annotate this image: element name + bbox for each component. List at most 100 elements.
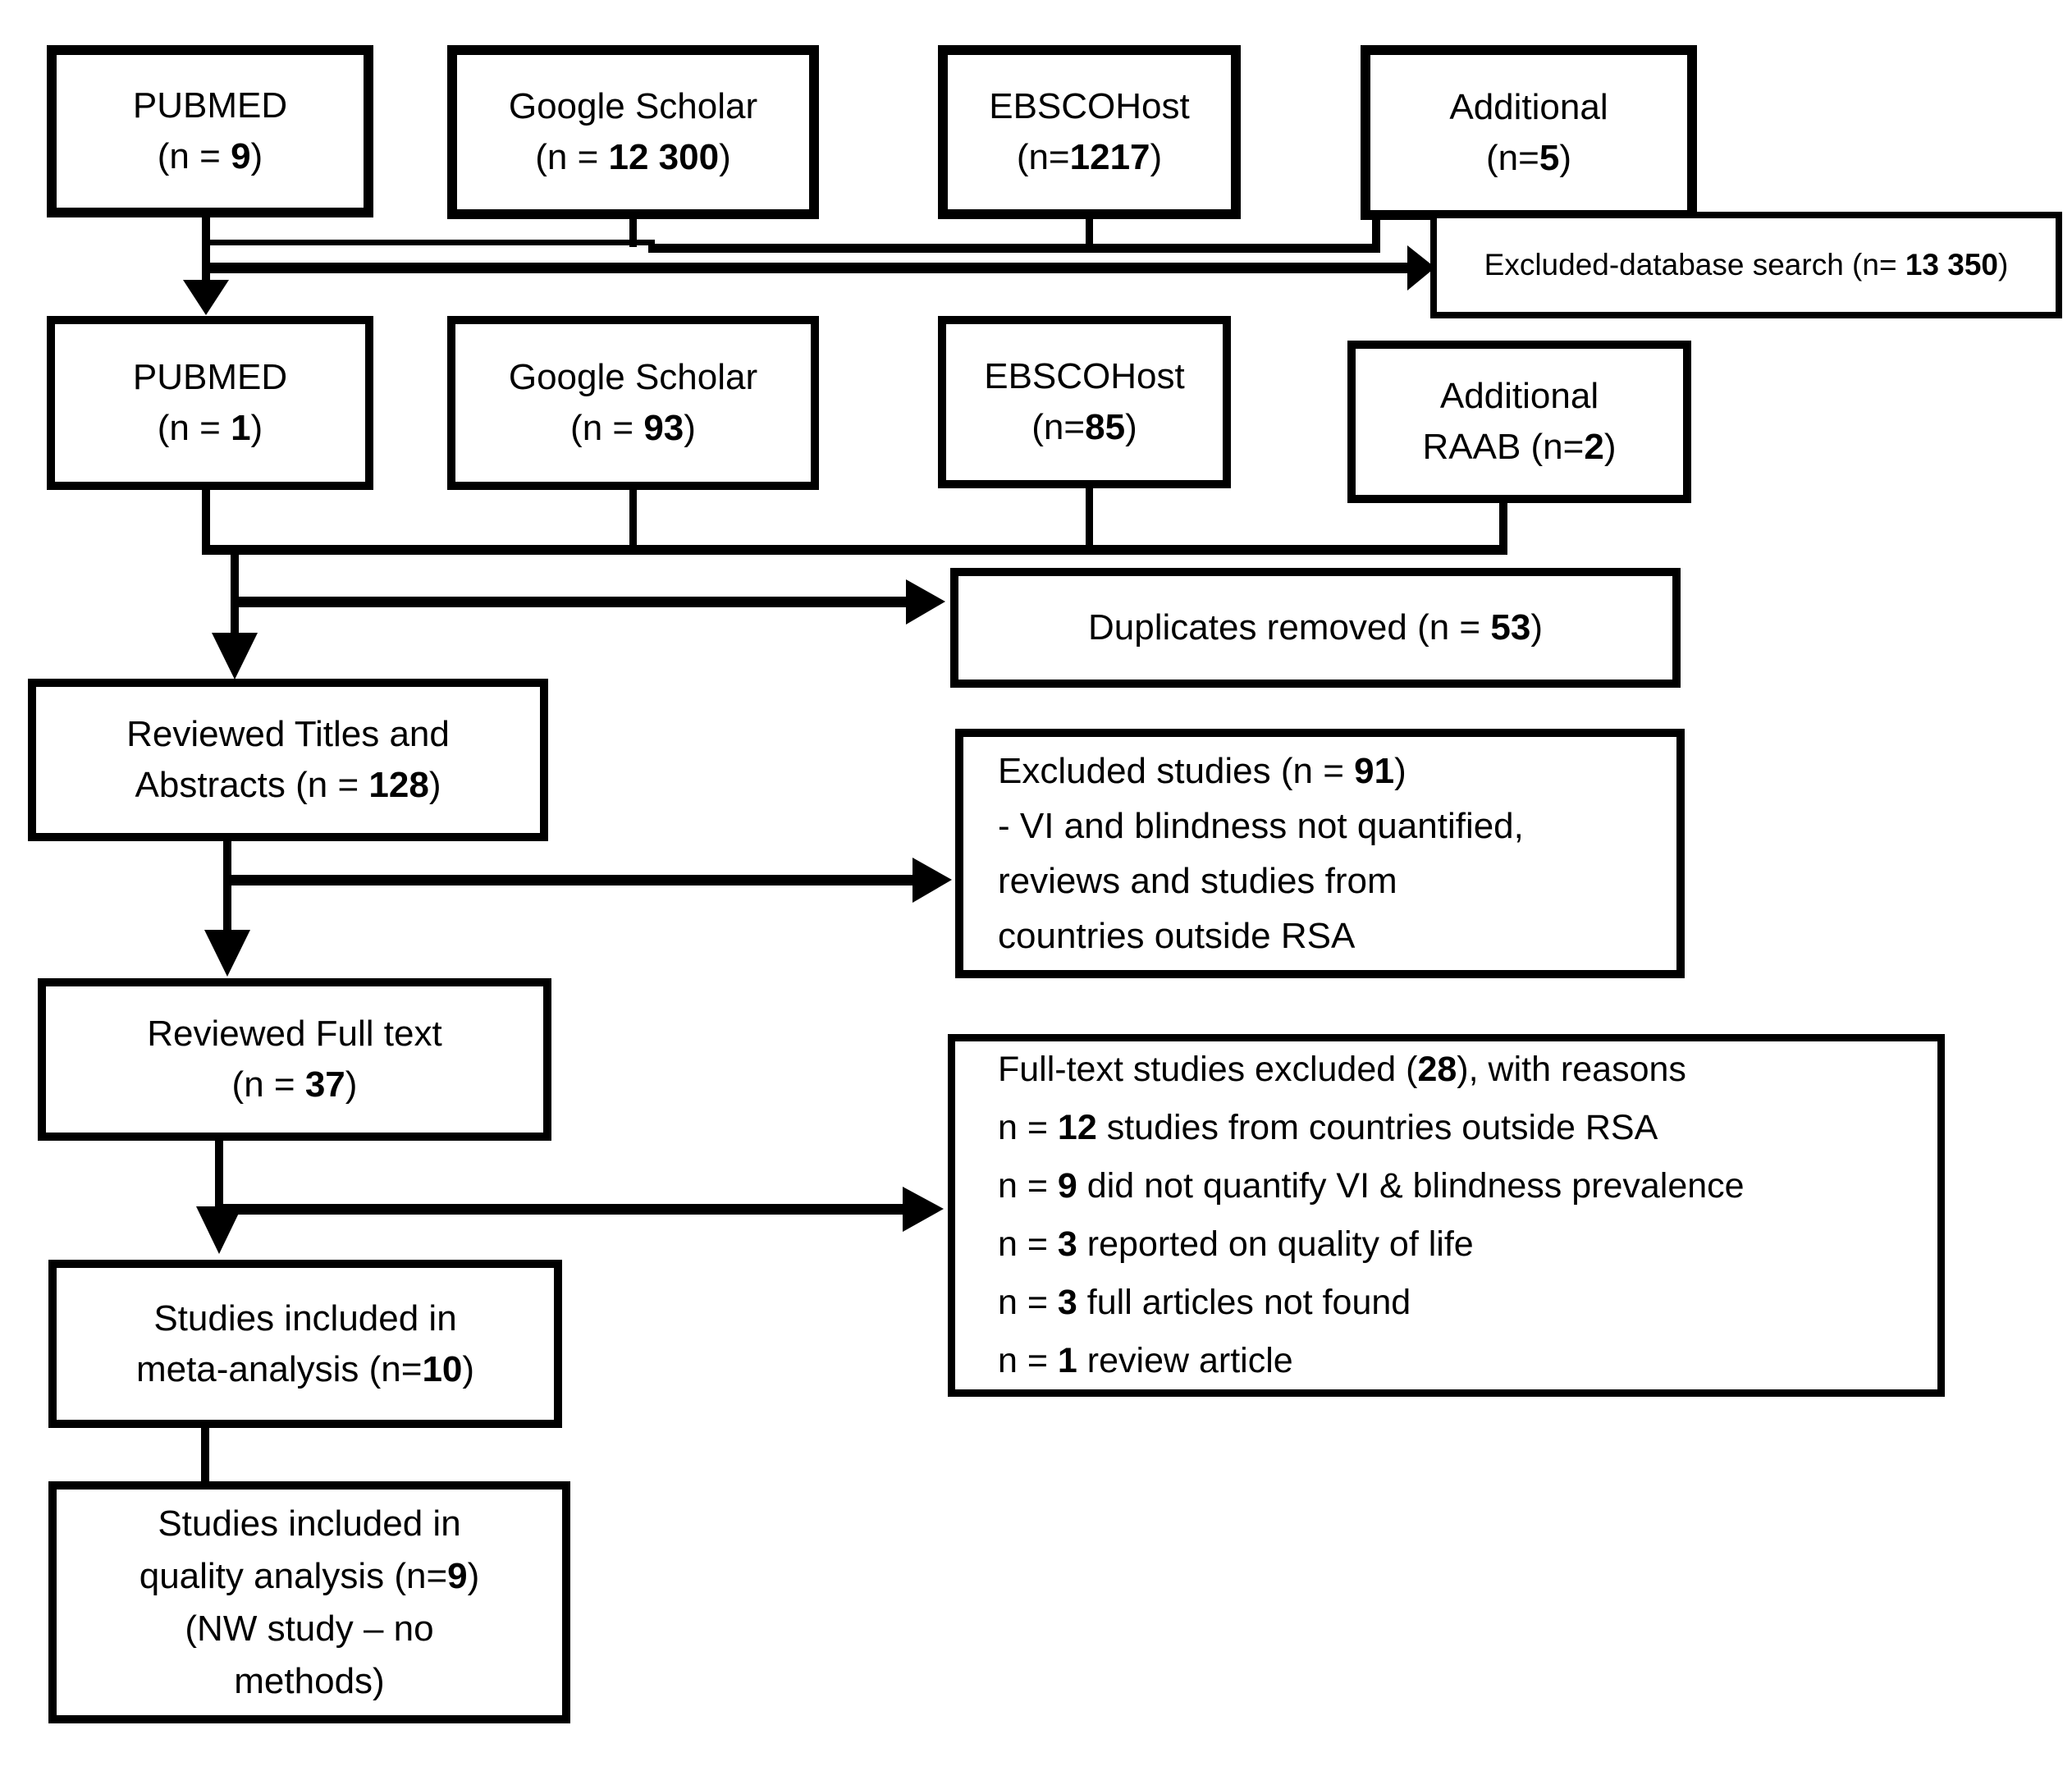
- text-line: n = 9 did not quantify VI & blindness pr…: [998, 1157, 1745, 1215]
- text-line: Reviewed Titles and: [126, 709, 450, 760]
- arrowhead-to-excluded-database: [1407, 245, 1435, 291]
- text-line: PUBMED: [133, 352, 287, 403]
- text-segment: 1: [1057, 1341, 1077, 1380]
- text-segment: Google Scholar: [508, 86, 758, 126]
- text-segment: (n=: [1016, 137, 1070, 177]
- text-segment: reported on quality of life: [1077, 1224, 1474, 1264]
- box-fulltext-excluded: Full-text studies excluded (28), with re…: [948, 1034, 1945, 1397]
- text-line: Studies included in: [158, 1498, 460, 1550]
- text-segment: ): [1998, 248, 2009, 281]
- text-segment: meta-analysis (n=: [135, 1348, 423, 1389]
- text-segment: ): [250, 136, 263, 176]
- text-segment: Reviewed Full text: [147, 1014, 442, 1054]
- text-segment: Full-text studies excluded (: [998, 1050, 1418, 1089]
- text-segment: ): [1559, 137, 1571, 178]
- line-ebsco-screened-drop: [1086, 487, 1093, 555]
- line-to-meta-analysis: [215, 1139, 223, 1210]
- text-segment: 13 350: [1905, 248, 1999, 281]
- text-segment: full articles not found: [1077, 1283, 1411, 1322]
- text-segment: 12: [1057, 1108, 1097, 1147]
- box-pubmed-initial: PUBMED (n = 9): [47, 45, 373, 217]
- text-segment: 9: [447, 1555, 468, 1596]
- box-additional-initial: Additional(n=5): [1361, 45, 1697, 220]
- text-segment: 10: [422, 1348, 463, 1389]
- text-segment: ): [1394, 751, 1406, 791]
- text-segment: - VI and blindness not quantified,: [998, 806, 1524, 846]
- text-segment: 37: [304, 1064, 345, 1105]
- box-duplicates-removed: Duplicates removed (n = 53): [950, 568, 1681, 688]
- text-line: Google Scholar: [509, 81, 757, 132]
- text-line: - VI and blindness not quantified,: [998, 799, 1524, 853]
- text-segment: countries outside RSA: [998, 916, 1356, 956]
- box-google-scholar-screened: Google Scholar(n = 93): [447, 316, 819, 490]
- line-to-quality-analysis: [201, 1426, 209, 1484]
- text-line: Google Scholar: [509, 352, 757, 403]
- text-line: RAAB (n=2): [1422, 422, 1616, 473]
- text-segment: 93: [643, 408, 684, 448]
- text-line: (n=1217): [1017, 132, 1162, 183]
- text-line: Duplicates removed (n = 53): [1088, 602, 1543, 653]
- arrow-line-to-fulltext-excluded: [215, 1204, 907, 1215]
- text-segment: ): [1150, 137, 1163, 177]
- text-segment: (n =: [157, 136, 231, 176]
- text-line: PUBMED: [133, 80, 287, 131]
- text-segment: reviews and studies from: [998, 861, 1397, 901]
- text-line: (n=85): [1031, 402, 1137, 453]
- arrow-line-to-excluded-studies: [223, 875, 917, 886]
- line-pubmed-initial-drop: [202, 216, 210, 285]
- text-line: EBSCOHost: [984, 351, 1185, 402]
- text-segment: ): [428, 765, 441, 805]
- line-google-initial-drop: [629, 216, 637, 247]
- text-line: Abstracts (n = 128): [135, 760, 441, 811]
- text-segment: ): [250, 408, 263, 448]
- text-segment: (NW study – no: [185, 1608, 434, 1649]
- text-segment: RAAB (n=: [1422, 427, 1585, 467]
- line-row1-collector-left: [202, 240, 655, 245]
- arrowhead-to-excluded-studies: [913, 858, 952, 903]
- text-segment: PUBMED: [132, 85, 288, 126]
- box-ebscohost-initial: EBSCOHost(n=1217): [938, 45, 1241, 219]
- text-segment: ): [345, 1064, 358, 1105]
- text-line: Full-text studies excluded (28), with re…: [998, 1041, 1686, 1099]
- text-segment: 53: [1490, 607, 1531, 648]
- text-segment: n =: [998, 1283, 1058, 1322]
- box-excluded-studies: Excluded studies (n = 91)- VI and blindn…: [955, 729, 1685, 978]
- text-segment: 1217: [1069, 137, 1150, 177]
- text-line: EBSCOHost: [989, 81, 1190, 132]
- text-line: countries outside RSA: [998, 908, 1355, 963]
- text-segment: n =: [998, 1108, 1058, 1147]
- text-segment: Studies included in: [153, 1297, 457, 1339]
- text-line: methods): [234, 1655, 384, 1708]
- text-line: n = 12 studies from countries outside RS…: [998, 1099, 1658, 1157]
- text-segment: (n=: [1031, 407, 1086, 447]
- text-segment: did not quantify VI & blindness prevalen…: [1077, 1166, 1745, 1206]
- text-segment: Duplicates removed (n =: [1088, 607, 1491, 648]
- line-google-screened-drop: [629, 487, 637, 555]
- arrowhead-to-duplicates: [906, 579, 945, 625]
- text-segment: Additional: [1439, 376, 1599, 416]
- text-line: Additional: [1440, 371, 1599, 422]
- text-segment: ): [1530, 607, 1543, 648]
- text-line: n = 1 review article: [998, 1332, 1293, 1390]
- text-segment: ): [467, 1555, 480, 1596]
- text-segment: (n=: [1486, 137, 1539, 178]
- text-segment: review article: [1077, 1341, 1293, 1380]
- line-to-reviewed-fulltext: [223, 838, 231, 934]
- text-line: (n = 9): [158, 131, 263, 182]
- arrowhead-to-reviewed-titles: [212, 633, 258, 680]
- text-segment: (n =: [157, 408, 231, 448]
- text-segment: quality analysis (n=: [139, 1555, 448, 1596]
- text-segment: (n =: [570, 408, 644, 448]
- text-segment: 1: [231, 408, 251, 448]
- text-line: (n = 93): [570, 403, 696, 454]
- text-segment: ): [684, 408, 696, 448]
- text-segment: n =: [998, 1341, 1058, 1380]
- text-segment: 3: [1057, 1283, 1077, 1322]
- line-raab-drop: [1499, 501, 1507, 555]
- text-line: n = 3 full articles not found: [998, 1274, 1411, 1332]
- line-to-reviewed-titles: [231, 545, 239, 637]
- line-pubmed-screened-drop: [202, 487, 210, 555]
- text-segment: studies from countries outside RSA: [1096, 1108, 1658, 1147]
